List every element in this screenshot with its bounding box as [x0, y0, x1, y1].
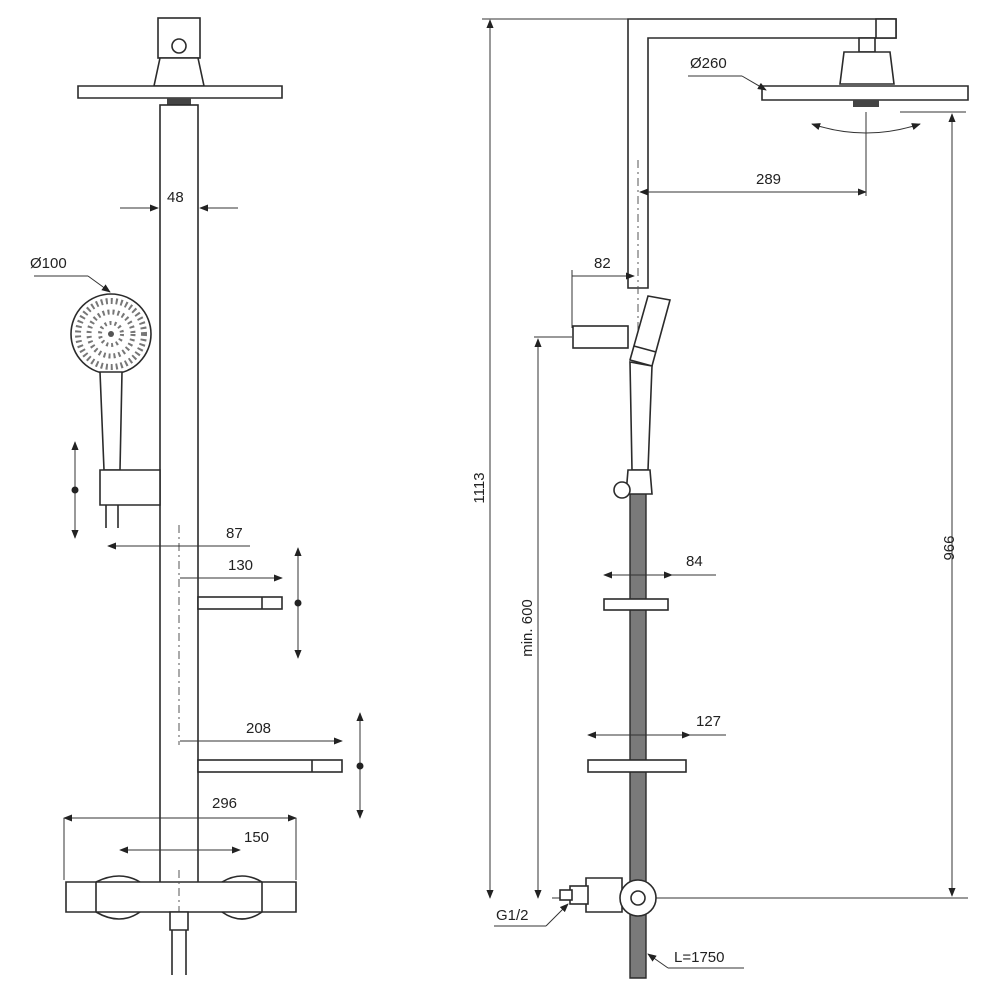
head-joint	[858, 37, 876, 53]
overhead-neck	[153, 57, 205, 87]
mixer-eccentrics	[95, 875, 263, 883]
dim-bar-width: 48	[167, 189, 184, 206]
riser-bar	[159, 104, 199, 886]
dim-total-height: 1113	[471, 472, 488, 503]
overhead-shower-head	[77, 85, 283, 99]
upper-shelf	[197, 596, 283, 610]
hand-shower-handle-side	[629, 361, 653, 471]
mixer-knob-side	[619, 879, 657, 917]
dim-upper-shelf: 130	[228, 557, 253, 574]
lower-shelf-side	[587, 759, 687, 773]
shower-slider	[99, 469, 161, 506]
overhead-shower-head-side	[761, 85, 969, 101]
hand-shower-bracket	[572, 325, 629, 349]
dim-holder-offset: 87	[226, 525, 243, 542]
dim-handshower-diameter: Ø100	[30, 255, 67, 272]
dim-upper-shelf-depth: 84	[686, 553, 703, 570]
bath-spout	[169, 911, 189, 931]
dim-overhead-diameter: Ø260	[690, 55, 727, 72]
dim-mixer-centers: 150	[244, 829, 269, 846]
ceiling-bracket	[157, 17, 201, 59]
hose-outlet	[105, 505, 119, 528]
hand-shower-side	[629, 295, 672, 367]
front-view: 48 Ø100 87 130 208	[30, 17, 364, 975]
spout-outlet	[171, 930, 187, 975]
thermostatic-mixer	[65, 881, 297, 913]
overhead-nozzle	[167, 98, 191, 105]
hand-shower	[70, 293, 152, 471]
g12-connection	[559, 889, 573, 901]
dim-min-height: min. 600	[519, 599, 536, 657]
dim-lower-shelf: 208	[246, 720, 271, 737]
dim-hose-length: L=1750	[674, 949, 724, 966]
dim-arm-reach: 289	[756, 171, 781, 188]
dim-connection: G1/2	[496, 907, 529, 924]
slider-knob	[613, 481, 631, 499]
side-view: 1113 Ø260 289 996 82 min. 600	[471, 18, 969, 979]
dim-holder-depth: 82	[594, 255, 611, 272]
mixer-body-side	[585, 877, 623, 913]
dim-head-height: 996	[940, 535, 957, 560]
dim-mixer-width: 296	[212, 795, 237, 812]
upper-shelf-side	[603, 598, 669, 611]
bracket-joint	[171, 38, 187, 54]
lower-shelf	[197, 759, 343, 773]
overhead-neck-side	[839, 51, 895, 85]
dim-lower-shelf-depth: 127	[696, 713, 721, 730]
